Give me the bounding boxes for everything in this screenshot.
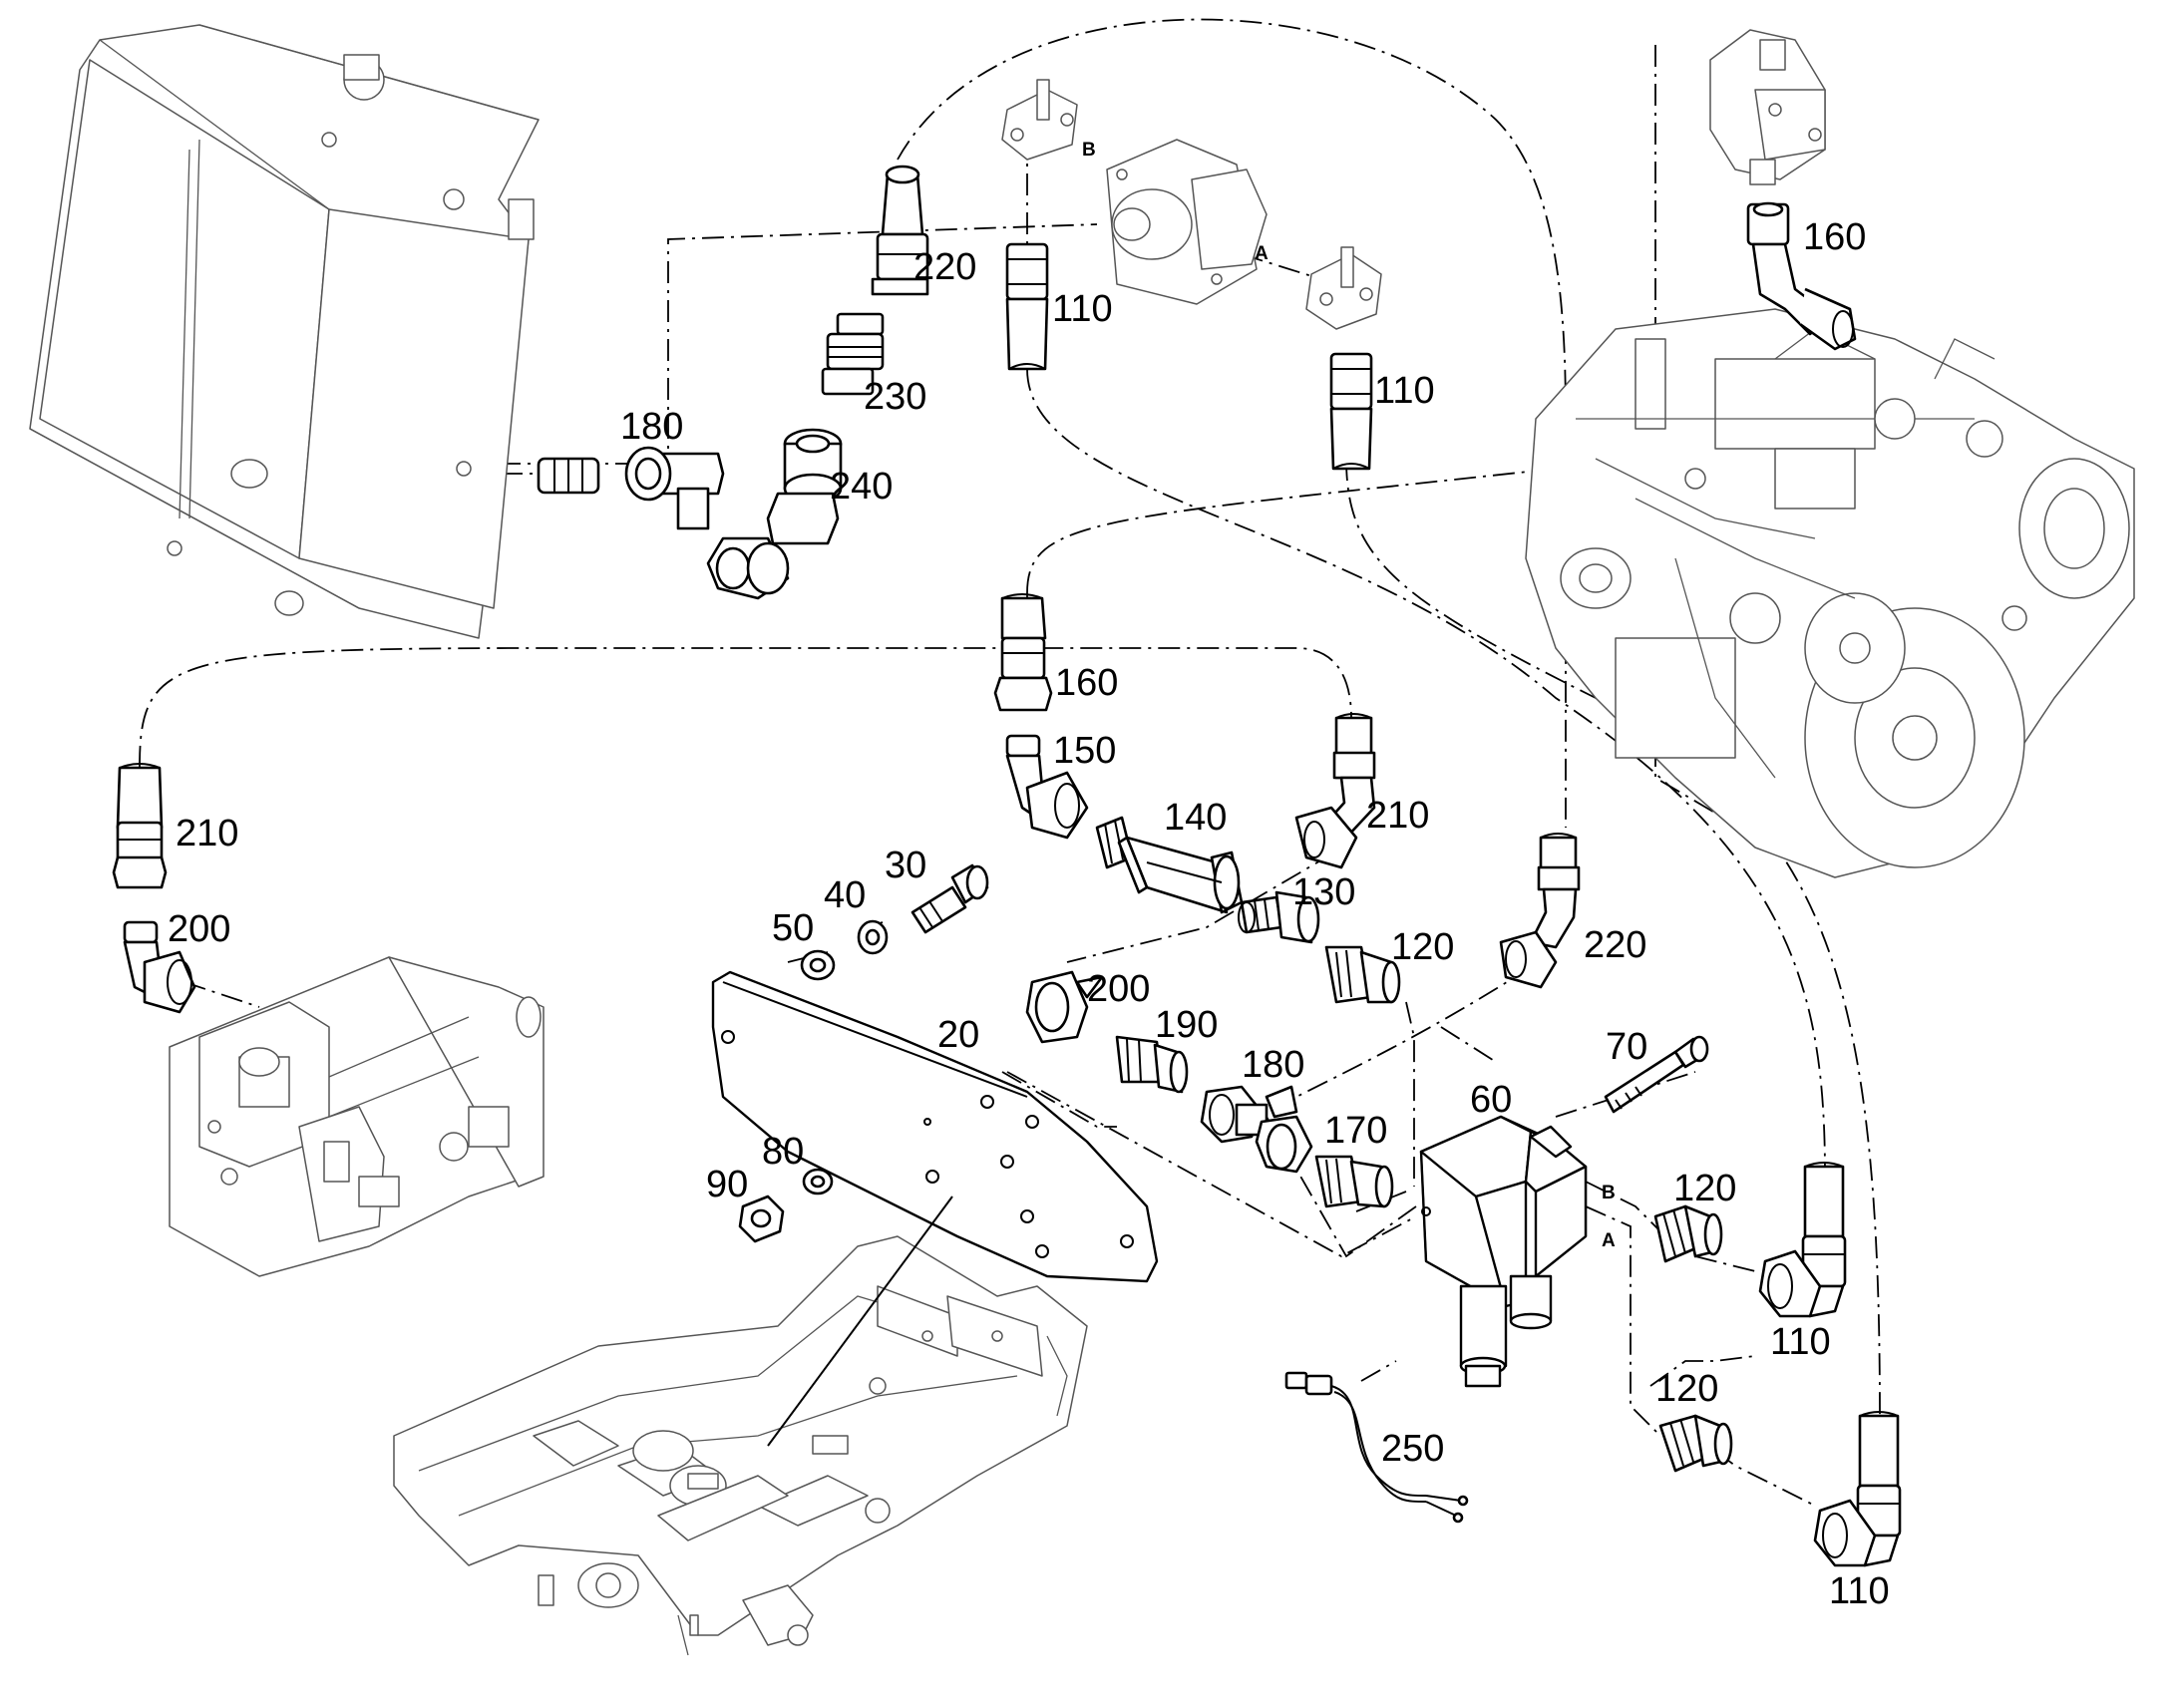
tee-fitting-180-top (537, 446, 790, 600)
flange-fitting-a (1305, 246, 1382, 330)
callout-230: 230 (864, 376, 926, 418)
callout-70: 70 (1606, 1026, 1647, 1068)
callout-labels: 220 110 110 160 180 230 240 160 150 140 … (168, 216, 1890, 1612)
wire-harness-250 (1284, 1371, 1469, 1524)
callout-110-pump-a: 110 (1374, 370, 1435, 412)
callout-40: 40 (824, 874, 866, 916)
callout-180-top: 180 (620, 406, 683, 448)
callout-30: 30 (885, 845, 926, 886)
callout-240: 240 (830, 466, 893, 508)
callout-200-left: 200 (168, 908, 230, 950)
nut-240 (766, 428, 843, 545)
callout-60: 60 (1470, 1079, 1512, 1121)
elbow-200-middle (1025, 970, 1104, 1044)
hose-110-pump-b (1005, 242, 1049, 371)
adapter-190 (1115, 1035, 1189, 1094)
callout-50: 50 (772, 907, 814, 949)
callout-250: 250 (1381, 1428, 1444, 1470)
adapter-130 (1238, 890, 1320, 944)
callout-130: 130 (1292, 871, 1355, 913)
valve-port-b-label: B (1602, 1183, 1616, 1203)
callout-120-right-a: 120 (1655, 1368, 1718, 1410)
pump-port-b-label: B (1082, 140, 1096, 161)
callout-210-middle: 210 (1366, 795, 1429, 837)
callout-80: 80 (762, 1131, 804, 1173)
callout-170: 170 (1324, 1110, 1387, 1152)
flange-fitting-b (1001, 79, 1078, 161)
hose-210-left (112, 763, 168, 889)
inline-filter-140 (1095, 816, 1244, 914)
callout-200-middle: 200 (1087, 968, 1150, 1010)
callout-150: 150 (1053, 730, 1116, 772)
callout-110-right-lower: 110 (1829, 1570, 1890, 1612)
callout-120-right-b: 120 (1673, 1168, 1736, 1209)
hydraulic-motor-ghost (169, 956, 545, 1277)
adapter-170 (1314, 1155, 1394, 1208)
callout-220-middle: 220 (1584, 924, 1646, 966)
washer-40 (857, 919, 889, 955)
washer-50 (800, 949, 836, 981)
callout-220-top: 220 (913, 246, 976, 288)
pump-port-a-label: A (1255, 243, 1269, 264)
callout-210-left: 210 (176, 813, 238, 854)
frame-chassis-ghost (393, 1235, 1088, 1656)
adapter-120-middle (1324, 945, 1401, 1004)
elbow-210-middle (1294, 713, 1376, 869)
hose-110-right-lower (1813, 1411, 1902, 1567)
hose-110-pump-a (1329, 352, 1373, 471)
callout-110-right-upper: 110 (1770, 1321, 1831, 1363)
tee-fitting-180-middle (1200, 1085, 1313, 1174)
valve-port-a-label: A (1602, 1230, 1616, 1251)
bolt-30 (910, 863, 989, 934)
hose-160-middle (993, 593, 1053, 712)
callout-90: 90 (706, 1164, 748, 1205)
adapter-230 (821, 312, 885, 396)
engine-ghost (1525, 308, 2135, 878)
elbow-150 (1005, 734, 1089, 840)
radiator-ghost (29, 24, 540, 639)
nut-90 (738, 1195, 785, 1243)
washer-80 (802, 1168, 834, 1196)
elbow-200-left (123, 920, 196, 1014)
adapter-120-right-a (1658, 1414, 1733, 1473)
mounting-plate-20 (711, 970, 1159, 1283)
callout-110-pump-b: 110 (1052, 288, 1113, 330)
adapter-120-right-b (1653, 1204, 1723, 1263)
valve-block-60 (1419, 1115, 1588, 1388)
callout-160-top-right: 160 (1803, 216, 1866, 258)
gear-pump (1106, 139, 1268, 305)
callout-160-middle: 160 (1055, 662, 1118, 704)
electric-pump (1709, 29, 1826, 185)
hose-routing-lines (139, 18, 1881, 1507)
plate-leader-line (767, 1196, 953, 1447)
callout-20: 20 (937, 1014, 979, 1056)
bolt-70 (1604, 1035, 1709, 1114)
callout-120-middle: 120 (1391, 926, 1454, 968)
callout-180-middle: 180 (1242, 1044, 1304, 1086)
callout-140: 140 (1164, 797, 1227, 839)
hose-160-top-right (1746, 201, 1857, 351)
elbow-220-middle (1499, 833, 1581, 989)
hose-110-right-upper (1758, 1162, 1847, 1318)
hose-220-top (871, 165, 929, 296)
callout-190: 190 (1155, 1004, 1218, 1046)
